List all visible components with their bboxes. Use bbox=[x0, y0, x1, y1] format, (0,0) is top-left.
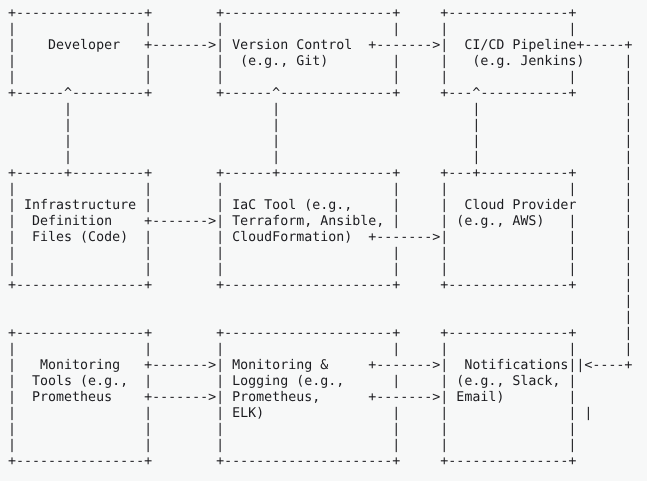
ascii-art-body: +----------------+ +--------------------… bbox=[8, 6, 633, 469]
